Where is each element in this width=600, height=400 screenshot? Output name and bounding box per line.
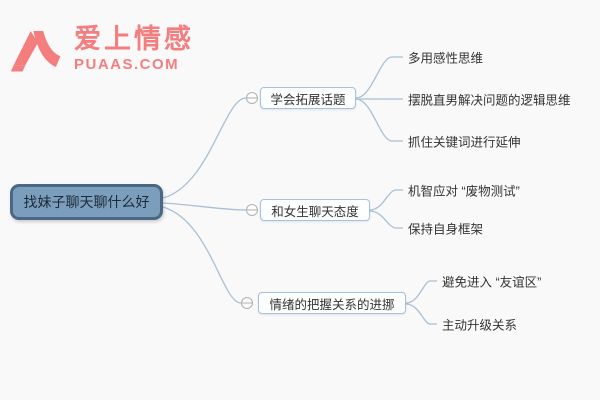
leaf-node[interactable]: 多用感性思维 xyxy=(408,51,484,66)
collapse-icon[interactable] xyxy=(241,297,253,309)
leaf-node[interactable]: 摆脱直男解决问题的逻辑思维 xyxy=(408,93,571,108)
leaf-node[interactable]: 避免进入 “友谊区” xyxy=(442,275,542,290)
branch-node-chat-attitude[interactable]: 和女生聊天态度 xyxy=(260,199,370,221)
collapse-icon[interactable] xyxy=(246,92,258,104)
leaf-node[interactable]: 抓住关键词进行延伸 xyxy=(408,135,521,150)
puaas-logo-icon xyxy=(10,31,61,72)
leaf-node[interactable]: 主动升级关系 xyxy=(442,318,518,333)
logo-subtitle: PUAAS.COM xyxy=(74,55,180,73)
branch-node-expand-topics[interactable]: 学会拓展话题 xyxy=(260,87,356,109)
root-node[interactable]: 找妹子聊天聊什么好 xyxy=(10,184,163,220)
leaf-node[interactable]: 机智应对 “废物测试” xyxy=(408,184,520,199)
collapse-icon[interactable] xyxy=(246,204,258,216)
leaf-node[interactable]: 保持自身框架 xyxy=(408,222,484,237)
branch-node-emotion-escalation[interactable]: 情绪的把握关系的进挪 xyxy=(258,292,406,314)
site-logo: 爱上情感 PUAAS.COM xyxy=(10,22,194,76)
logo-title: 爱上情感 xyxy=(74,24,194,55)
